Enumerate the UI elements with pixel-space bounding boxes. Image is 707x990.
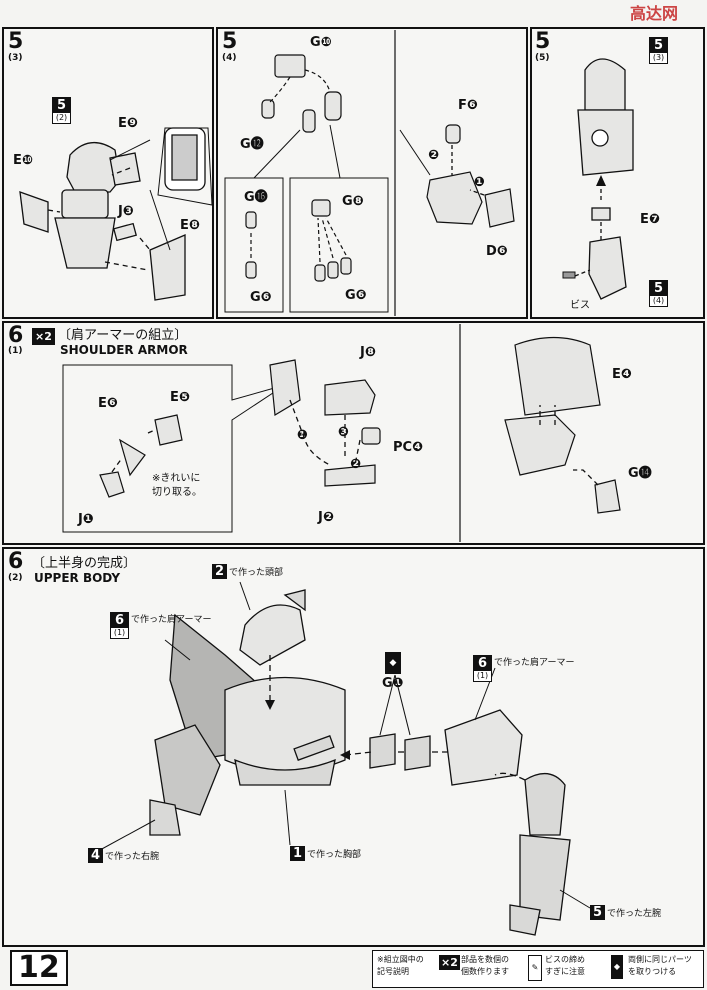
section-title-jp: 〔肩アーマーの組立〕: [58, 328, 188, 343]
part-label: G❶: [382, 676, 404, 691]
part-label: J❸: [118, 204, 134, 219]
part-label: G⓬: [240, 137, 264, 152]
section-title-en: SHOULDER ARMOR: [60, 343, 188, 357]
ref-box: 5(2): [52, 97, 71, 124]
step-number: 6: [8, 323, 24, 348]
step-sub: (5): [535, 53, 550, 63]
part-label: D❻: [486, 244, 508, 259]
step-sub: (4): [222, 53, 237, 63]
part-label: G❽: [342, 194, 364, 209]
part-label: G⓮: [628, 466, 652, 481]
part-label: E❻: [98, 396, 118, 411]
legend-x2-text: 部品を数個の 個数作ります: [461, 955, 509, 976]
shoulder-ref-left: 6(1) で作った肩アーマー: [110, 612, 211, 639]
part-label: G❻: [250, 290, 272, 305]
step-number: 5: [8, 29, 24, 54]
part-label: G⓰: [244, 190, 268, 205]
part-label: E❹: [612, 367, 632, 382]
part-label: E❿: [13, 153, 33, 168]
order-marker: ❷: [350, 457, 362, 472]
chest-ref: 1 で作った胸部: [290, 846, 361, 861]
part-label: E❽: [180, 218, 200, 233]
times-badge: ×2: [32, 328, 55, 345]
step-number: 5: [535, 29, 551, 54]
section-title-jp: 〔上半身の完成〕: [32, 556, 137, 571]
ref-box: 5(4): [649, 280, 668, 307]
part-label: E❾: [118, 116, 138, 131]
legend-screw-text: ビスの締め すぎに注意: [545, 955, 585, 976]
order-marker: ❷: [428, 148, 440, 163]
part-label: E❺: [170, 390, 190, 405]
legend-both-text: 両側に同じパーツ を取りつける: [628, 955, 692, 976]
order-marker: ❶: [297, 428, 309, 443]
part-label: J❽: [360, 345, 376, 360]
legend: ※組立図中の 記号説明 ×2 部品を数個の 個数作ります ✎ ビスの締め すぎに…: [372, 950, 704, 988]
left-arm-ref: 5 で作った左腕: [590, 905, 661, 920]
step-sub: (3): [8, 53, 23, 63]
watermark: 高达网: [630, 4, 679, 23]
shoulder-ref-right: 6(1) で作った肩アーマー: [473, 655, 574, 682]
cut-note: ※きれいに 切り取る。: [152, 473, 202, 498]
both-sides-icon: ◆: [611, 955, 623, 979]
ref-box: 5(3): [649, 37, 668, 64]
right-arm-ref: 4 で作った右腕: [88, 848, 159, 863]
step-number: 5: [222, 29, 238, 54]
order-marker: ❸: [338, 425, 350, 440]
part-label: G❻: [345, 288, 367, 303]
part-label: J❷: [318, 510, 334, 525]
legend-x2-symbol: ×2: [439, 955, 460, 970]
section-title-en: UPPER BODY: [34, 571, 121, 585]
step-sub: (2): [8, 573, 23, 583]
screw-icon: ✎: [528, 955, 542, 981]
page-number: 12: [10, 950, 68, 986]
part-label: J❶: [78, 512, 94, 527]
part-label: PC❹: [393, 440, 424, 455]
both-sides-icon: ◆: [385, 652, 401, 674]
head-ref: 2 で作った頭部: [212, 564, 283, 579]
legend-intro: ※組立図中の 記号説明: [377, 955, 424, 976]
step-sub: (1): [8, 346, 23, 356]
screw-label: ビス: [570, 300, 590, 311]
order-marker: ❶: [474, 175, 486, 190]
part-label: G❿: [310, 35, 332, 50]
part-label: E❼: [640, 212, 660, 227]
step-number: 6: [8, 549, 24, 574]
part-label: F❻: [458, 98, 478, 113]
